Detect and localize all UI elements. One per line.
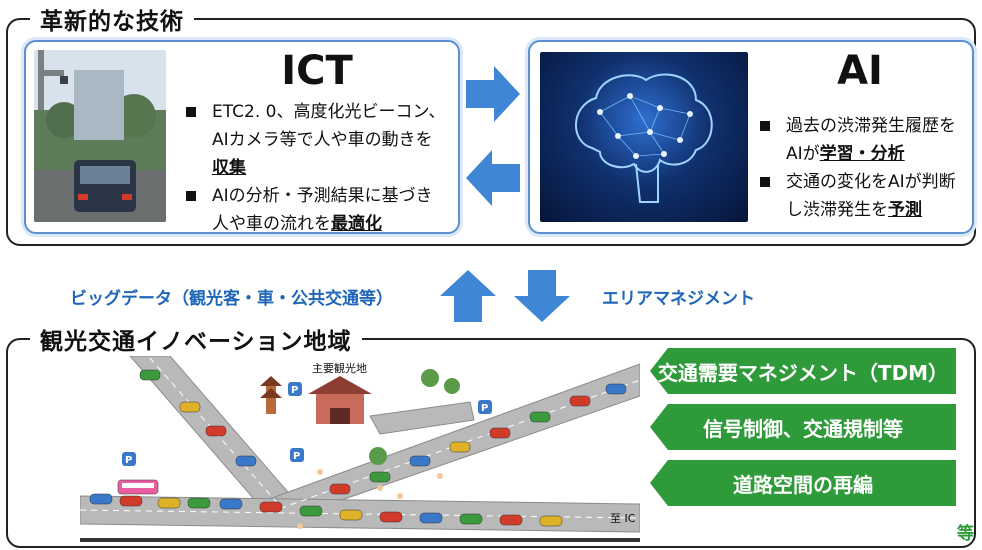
tourism-traffic-frame xyxy=(6,338,976,548)
ai-panel: AI 過去の渋滞発生履歴をAIが学習・分析 交通の変化をAIが判断し渋滞発生を予… xyxy=(528,40,974,234)
to-ic-label: 至 IC xyxy=(610,512,636,525)
measure-tdm: 交通需要マネジメント（TDM） xyxy=(650,348,956,394)
ict-title: ICT xyxy=(281,48,353,94)
ai-bullet-list: 過去の渋滞発生履歴をAIが学習・分析 交通の変化をAIが判断し渋滞発生を予測 xyxy=(760,112,964,224)
measure-road-space: 道路空間の再編 xyxy=(650,460,956,506)
ict-bullet-collect: ETC2. 0、高度化光ビーコン、AIカメラ等で人や車の動きを収集 xyxy=(186,98,446,182)
car-icons xyxy=(89,369,627,527)
roadside-camera-photo xyxy=(34,50,166,222)
svg-text:P: P xyxy=(293,451,300,462)
tree-icons xyxy=(369,369,460,465)
area-management-label: エリアマネジメント xyxy=(602,289,755,309)
svg-text:P: P xyxy=(291,385,298,396)
ai-bullet-predict: 交通の変化をAIが判断し渋滞発生を予測 xyxy=(760,168,964,224)
svg-text:P: P xyxy=(481,403,488,414)
main-site-label: 主要観光地 xyxy=(312,361,367,375)
pagoda-icon xyxy=(260,376,282,414)
bullet-square-icon xyxy=(186,191,196,201)
parking-icons xyxy=(122,382,492,466)
innovative-tech-frame xyxy=(6,18,976,246)
innovative-tech-title: 革新的な技術 xyxy=(30,2,194,36)
big-data-label: ビッグデータ（観光客・車・公共交通等） xyxy=(70,289,393,309)
tourism-traffic-title: 観光交通イノベーション地域 xyxy=(30,322,362,356)
measure-signal-control: 信号制御、交通規制等 xyxy=(650,404,956,450)
bullet-square-icon xyxy=(760,121,770,131)
bullet-square-icon xyxy=(186,107,196,117)
ict-panel: ICT ETC2. 0、高度化光ビーコン、AIカメラ等で人や車の動きを収集 AI… xyxy=(24,40,460,234)
bus-icon xyxy=(117,479,159,495)
ai-title: AI xyxy=(837,48,883,94)
area-traffic-map: P P P P 主要観光地 至 IC xyxy=(80,356,640,542)
arrow-left-icon xyxy=(466,150,520,206)
temple-icon xyxy=(308,376,372,424)
arrow-right-icon xyxy=(466,66,520,122)
arrow-down-icon xyxy=(514,270,570,322)
ai-brain-image xyxy=(540,52,748,222)
etc-label: 等 xyxy=(957,524,974,544)
bullet-square-icon xyxy=(760,177,770,187)
ict-bullet-list: ETC2. 0、高度化光ビーコン、AIカメラ等で人や車の動きを収集 AIの分析・… xyxy=(186,98,446,238)
arrow-up-icon xyxy=(440,270,496,322)
people-icons xyxy=(297,469,443,529)
svg-text:P: P xyxy=(125,455,132,466)
ai-bullet-learn: 過去の渋滞発生履歴をAIが学習・分析 xyxy=(760,112,964,168)
ict-bullet-optimize: AIの分析・予測結果に基づき人や車の流れを最適化 xyxy=(186,182,446,238)
